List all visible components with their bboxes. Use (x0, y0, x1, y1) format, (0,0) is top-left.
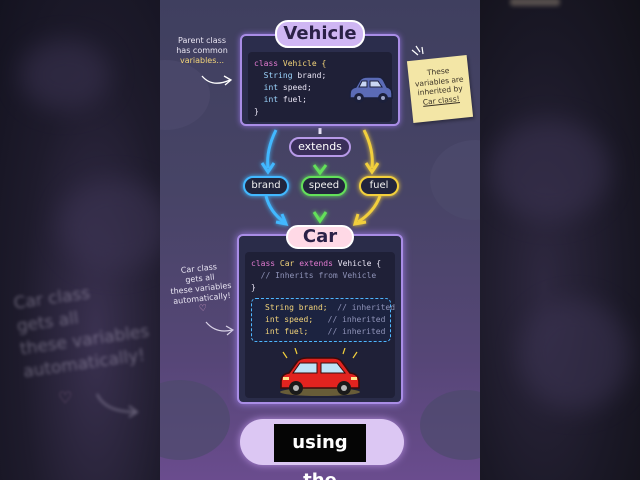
chip-fuel: fuel (359, 176, 399, 196)
blurred-side-note: Car class gets all these variables autom… (12, 283, 151, 383)
vehicle-class-box: class Vehicle { String brand; int speed;… (240, 34, 400, 126)
sticky-note: These variables are inherited by Car cla… (406, 55, 474, 123)
blurred-heart-icon: ♡ (58, 388, 73, 407)
car-class-box: class Car extends Vehicle { // Inherits … (237, 234, 403, 404)
parent-note: Parent class has common variables... (176, 36, 228, 65)
blurred-arrow-icon (96, 393, 139, 418)
chip-brand: brand (243, 176, 289, 196)
chip-speed: speed (301, 176, 347, 196)
red-car-icon (280, 348, 360, 396)
diagram-canvas: class Vehicle { String brand; int speed;… (160, 0, 480, 480)
car-code: class Car extends Vehicle { // Inherits … (251, 259, 382, 292)
inherited-code: String brand; // inherited int speed; //… (265, 303, 396, 336)
blue-car-icon (349, 76, 393, 103)
vehicle-code: class Vehicle { String brand; int speed;… (254, 59, 327, 116)
extends-label: extends (289, 137, 351, 157)
left-blurred-panel: Car class gets all these variables autom… (0, 0, 160, 480)
car-side-note: Car class gets all these variables autom… (164, 260, 239, 317)
car-title: Car (286, 225, 354, 249)
inherited-fields-box (251, 298, 391, 342)
inheritance-arrows (201, 45, 424, 336)
vehicle-title: Vehicle (275, 20, 365, 48)
video-caption: using the (274, 424, 366, 480)
right-blurred-panel (480, 0, 640, 480)
